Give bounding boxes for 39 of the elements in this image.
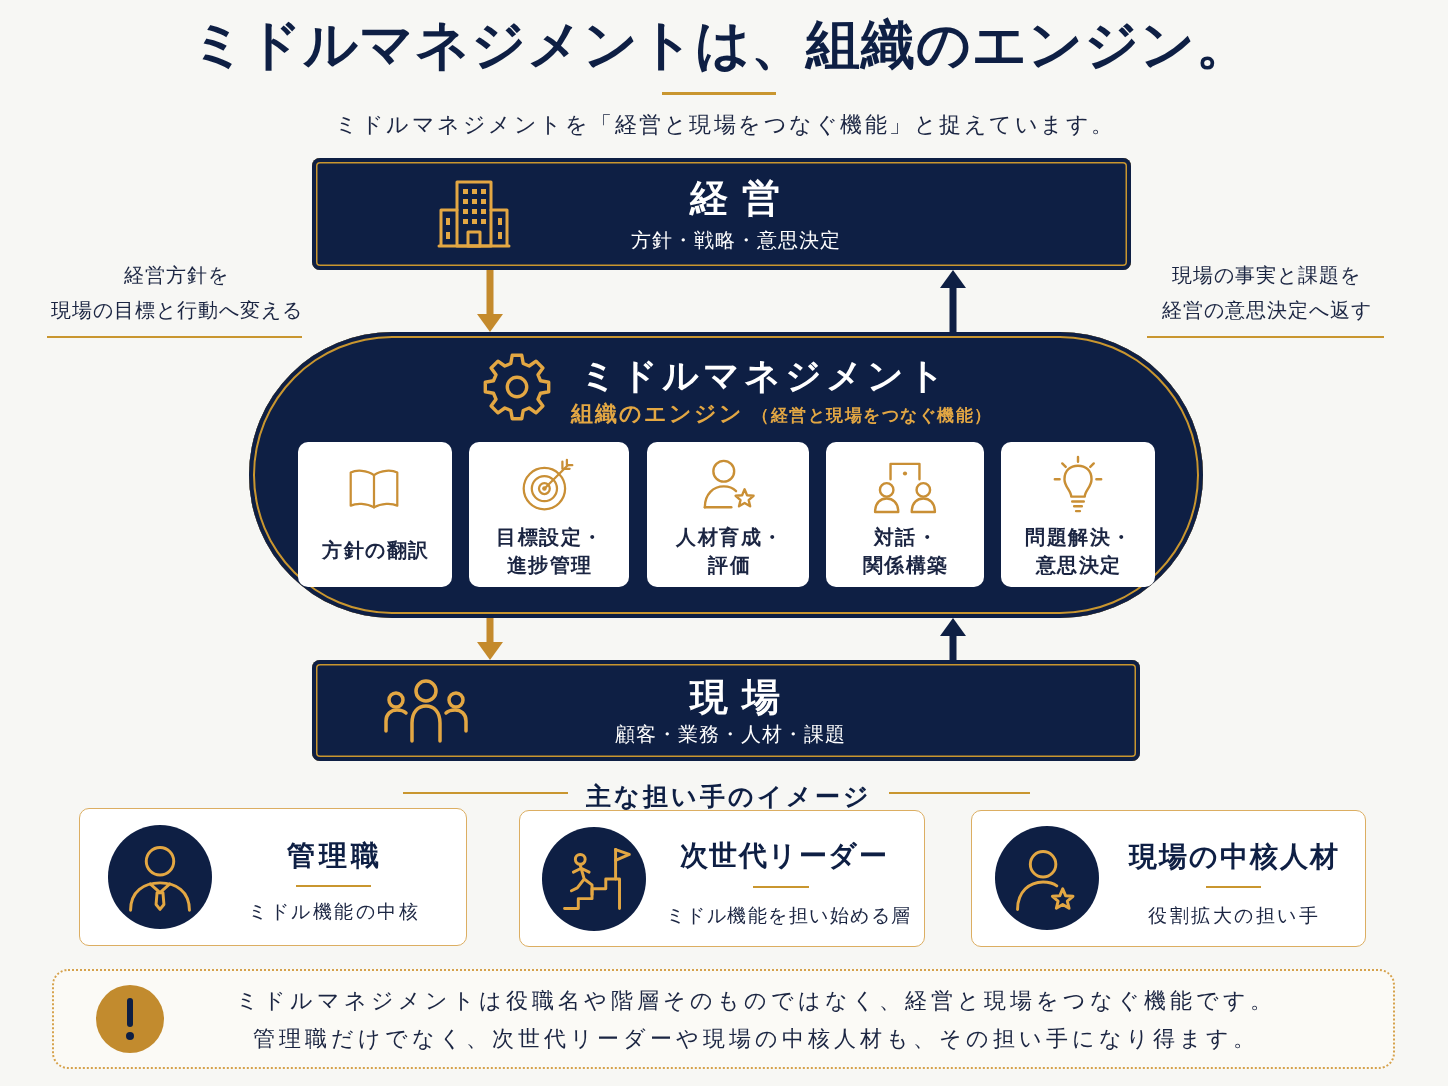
capsule-subtitle: 組織のエンジン: [571, 400, 745, 428]
arrow: [940, 270, 966, 332]
function-card: [826, 442, 984, 587]
arrow: [477, 270, 503, 332]
role-description: 役割拡大の担い手: [1148, 903, 1321, 927]
function-card: [469, 442, 629, 587]
function-card: [647, 442, 809, 587]
box-subtitle: 方針・戦略・意思決定: [630, 228, 841, 253]
role-card: [79, 808, 467, 946]
card-label: 方針の翻訳: [322, 537, 430, 564]
function-card: [298, 442, 452, 587]
role-title: 管理職: [287, 839, 383, 873]
card-label: 目標設定・進捗管理: [496, 524, 604, 579]
side-note: 経営方針を現場の目標と行動へ変える: [50, 262, 303, 324]
role-description: ミドル機能の中核: [248, 899, 421, 923]
role-description: ミドル機能を担い始める層: [665, 903, 912, 927]
page-title: ミドルマネジメントは、組織のエンジン。: [190, 12, 1251, 78]
card-label: 対話・関係構築: [862, 524, 949, 579]
arrow: [940, 618, 966, 660]
box-title: 経営: [690, 175, 794, 221]
side-note: 現場の事実と課題を経営の意思決定へ返す: [1161, 262, 1372, 324]
role-title: 現場の中核人材: [1128, 840, 1340, 874]
function-card: [1001, 442, 1155, 587]
box-subtitle: 顧客・業務・人材・課題: [615, 722, 846, 747]
tier-box: [312, 158, 1131, 270]
card-label: 人材育成・評価: [676, 524, 784, 579]
section-heading: 主な担い手のイメージ: [585, 782, 872, 812]
capsule-note: （経営と現場をつなぐ機能）: [752, 404, 993, 426]
role-card: [519, 810, 925, 947]
card-label: 問題解決・意思決定: [1025, 524, 1133, 579]
box-title: 現場: [690, 674, 794, 720]
role-card: [971, 810, 1366, 947]
capsule-title: ミドルマネジメント: [579, 354, 949, 398]
tier-box: [312, 660, 1140, 761]
page-subtitle: ミドルマネジメントを「経営と現場をつなぐ機能」と捉えています。: [335, 111, 1116, 139]
arrow: [477, 618, 503, 660]
note-box: [52, 969, 1395, 1069]
note-text: ミドルマネジメントは役職名や階層そのものではなく、経営と現場をつなぐ機能です。管理職だけでなく、次世代リーダーや現場の中核人材も、その担い手になり得ます。: [236, 987, 1276, 1053]
role-title: 次世代リーダー: [679, 839, 888, 873]
